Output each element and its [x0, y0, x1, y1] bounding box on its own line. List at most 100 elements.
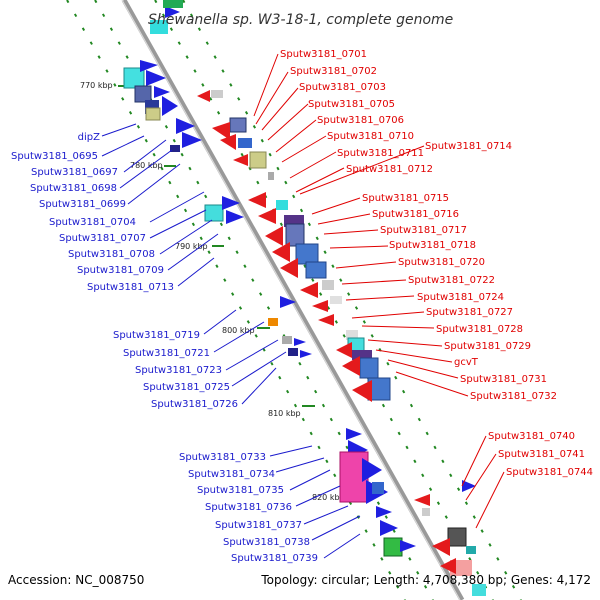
- gene-label[interactable]: Sputw3181_0710: [327, 131, 414, 142]
- gene-label[interactable]: Sputw3181_0732: [470, 391, 557, 402]
- gene-label[interactable]: Sputw3181_0725: [143, 382, 230, 393]
- gene-label[interactable]: Sputw3181_0720: [398, 257, 485, 268]
- leader-line: [303, 505, 349, 525]
- gene-arrow-reverse: [272, 242, 290, 262]
- gene-label[interactable]: Sputw3181_0741: [498, 449, 585, 460]
- leader-line: [213, 321, 265, 353]
- gene-label[interactable]: Sputw3181_0726: [151, 399, 238, 410]
- tick-track-outer-right: [182, 0, 522, 600]
- gene-label[interactable]: Sputw3181_0698: [30, 183, 117, 194]
- gene-arrow-reverse: [197, 90, 210, 102]
- gene-label[interactable]: Sputw3181_0722: [408, 275, 495, 286]
- gene-label[interactable]: dipZ: [78, 132, 100, 143]
- gene-label[interactable]: Sputw3181_0709: [77, 265, 164, 276]
- gene-label[interactable]: Sputw3181_0718: [389, 240, 476, 251]
- gene-arrow-reverse: [318, 314, 334, 326]
- gene-label[interactable]: Sputw3181_0716: [372, 209, 459, 220]
- leader-line: [335, 261, 397, 269]
- gene-box-cyan: [204, 204, 224, 222]
- gene-label[interactable]: Sputw3181_0705: [308, 99, 395, 110]
- gene-arrow-reverse: [280, 258, 298, 278]
- gene-label[interactable]: Sputw3181_0729: [444, 341, 531, 352]
- page-title: Shewanella sp. W3-18-1, complete genome: [148, 12, 453, 28]
- kbp-label: 780 kbp: [130, 161, 163, 170]
- kbp-label: 770 kbp: [80, 81, 113, 90]
- leader-line: [127, 163, 181, 205]
- leader-line: [255, 71, 289, 125]
- gene-arrow-reverse: [220, 134, 236, 150]
- gene-label[interactable]: Sputw3181_0734: [188, 469, 275, 480]
- leader-line: [329, 245, 389, 249]
- leader-line: [101, 135, 145, 157]
- gene-arrow-forward: [380, 520, 398, 536]
- leader-line: [299, 145, 425, 195]
- leader-line: [351, 311, 425, 319]
- gene-box-orange: [268, 318, 278, 326]
- gene-label[interactable]: Sputw3181_0740: [488, 431, 575, 442]
- gene-label[interactable]: Sputw3181_0707: [59, 233, 146, 244]
- gene-label[interactable]: Sputw3181_0727: [426, 307, 513, 318]
- kbp-label: 820 kbp: [312, 493, 345, 502]
- gene-label[interactable]: Sputw3181_0744: [506, 467, 593, 478]
- gene-box-slate: [229, 117, 247, 133]
- gene-label[interactable]: Sputw3181_0733: [179, 452, 266, 463]
- gene-box-green: [383, 537, 403, 557]
- kbp-label: 810 kbp: [268, 409, 301, 418]
- gene-label[interactable]: Sputw3181_0735: [197, 485, 284, 496]
- gene-label[interactable]: Sputw3181_0711: [337, 148, 424, 159]
- gene-features: [123, 0, 486, 596]
- gene-box-teal: [466, 546, 476, 554]
- gene-label[interactable]: Sputw3181_0699: [39, 199, 126, 210]
- leader-line: [275, 457, 325, 473]
- gene-box-green: [163, 0, 183, 8]
- gene-arrow-reverse: [336, 342, 352, 358]
- gene-label[interactable]: gcvT: [454, 357, 479, 368]
- topology-text: Topology: circular; Length: 4,708,380 bp…: [260, 573, 591, 587]
- gene-label[interactable]: Sputw3181_0703: [299, 82, 386, 93]
- gene-label[interactable]: Sputw3181_0713: [87, 282, 174, 293]
- gene-arrow-reverse: [342, 356, 360, 376]
- gene-label[interactable]: Sputw3181_0719: [113, 330, 200, 341]
- gene-label[interactable]: Sputw3181_0721: [123, 348, 210, 359]
- leader-line: [149, 209, 207, 239]
- gene-label[interactable]: Sputw3181_0714: [425, 141, 512, 152]
- leader-line: [267, 103, 309, 141]
- gene-label[interactable]: Sputw3181_0712: [346, 164, 433, 175]
- gene-label[interactable]: Sputw3181_0737: [215, 520, 302, 531]
- leader-line: [119, 149, 173, 189]
- gene-label[interactable]: Sputw3181_0704: [49, 217, 136, 228]
- gene-label[interactable]: Sputw3181_0697: [31, 167, 118, 178]
- gene-box-gray: [211, 90, 223, 98]
- leader-line: [295, 167, 345, 193]
- leader-line: [101, 123, 137, 137]
- gene-box-blue: [359, 357, 379, 379]
- gene-label[interactable]: Sputw3181_0701: [280, 49, 367, 60]
- gene-label[interactable]: Sputw3181_0708: [68, 249, 155, 260]
- gene-label[interactable]: Sputw3181_0695: [11, 151, 98, 162]
- gene-label[interactable]: Sputw3181_0715: [362, 193, 449, 204]
- leader-line: [317, 213, 371, 225]
- gene-arrow-forward: [300, 350, 312, 358]
- leader-line: [203, 309, 237, 335]
- gene-label[interactable]: Sputw3181_0736: [205, 502, 292, 513]
- gene-label[interactable]: Sputw3181_0723: [135, 365, 222, 376]
- gene-arrow-reverse: [352, 380, 372, 402]
- gene-label[interactable]: Sputw3181_0739: [231, 553, 318, 564]
- gene-label[interactable]: Sputw3181_0731: [460, 374, 547, 385]
- leader-line: [295, 485, 341, 507]
- gene-label[interactable]: Sputw3181_0706: [317, 115, 404, 126]
- gene-arrow-forward: [400, 540, 416, 552]
- gene-label[interactable]: Sputw3181_0738: [223, 537, 310, 548]
- tick-track-outer-left: [66, 0, 406, 600]
- leader-line: [149, 191, 205, 223]
- genome-backbone: [121, 0, 465, 600]
- leader-line: [167, 233, 219, 271]
- kbp-label: 790 kbp: [175, 242, 208, 251]
- gene-label[interactable]: Sputw3181_0724: [417, 292, 504, 303]
- gene-label[interactable]: Sputw3181_0702: [290, 66, 377, 77]
- gene-label[interactable]: Sputw3181_0728: [436, 324, 523, 335]
- gene-arrow-reverse: [300, 282, 318, 298]
- gene-arrow-reverse: [258, 208, 276, 224]
- gene-label[interactable]: Sputw3181_0717: [380, 225, 467, 236]
